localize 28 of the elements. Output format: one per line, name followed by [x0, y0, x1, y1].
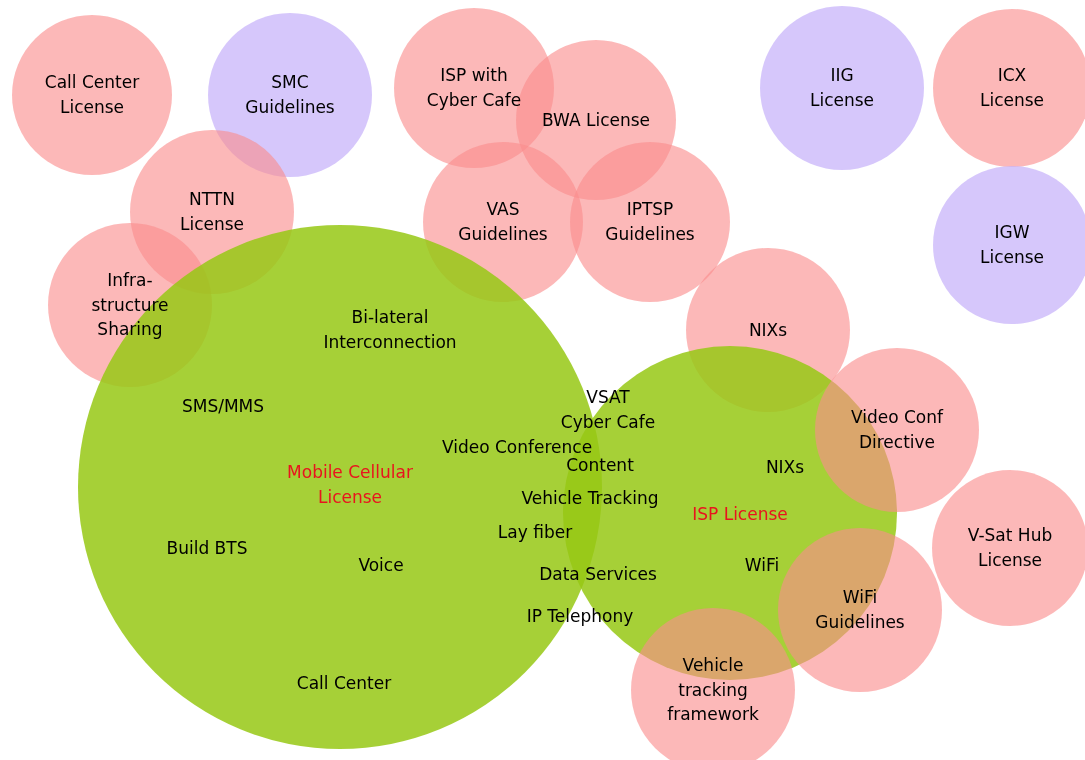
service-label: NIXs: [765, 455, 805, 479]
service-label: WiFi: [744, 553, 780, 577]
circle-label: SMC Guidelines: [244, 71, 336, 119]
circle-label: BWA License: [541, 108, 651, 132]
circle-label: NIXs: [747, 318, 789, 342]
license-title: Mobile Cellular License: [286, 461, 414, 509]
circle-label: Video Conf Directive: [849, 406, 945, 454]
service-label: SMS/MMS: [181, 394, 265, 418]
circle-label: ISP with Cyber Cafe: [425, 64, 523, 112]
circle-label: Call Center License: [43, 71, 141, 119]
circle-label: V-Sat Hub License: [966, 524, 1054, 572]
circle-label: NTTN License: [178, 188, 246, 236]
license-title: ISP License: [691, 502, 789, 526]
circle-label: IPTSP Guidelines: [604, 198, 696, 246]
circle-label: WiFi Guidelines: [814, 586, 906, 634]
circle-label: ICX License: [978, 64, 1046, 112]
circle-label: VAS Guidelines: [457, 198, 549, 246]
service-label: Call Center: [296, 671, 392, 695]
service-label: Voice: [358, 553, 404, 577]
service-label: Cyber Cafe: [560, 410, 656, 434]
circle-label: Vehicle tracking framework: [666, 654, 760, 727]
service-label: Vehicle Tracking: [521, 486, 659, 510]
service-label: Data Services: [539, 562, 657, 586]
circle-label: IGW License: [978, 221, 1046, 269]
service-label: Lay fiber: [497, 520, 573, 544]
circle-label: IIG License: [808, 64, 876, 112]
service-label: Bi-lateral Interconnection: [322, 306, 458, 354]
service-label: Build BTS: [166, 536, 248, 560]
